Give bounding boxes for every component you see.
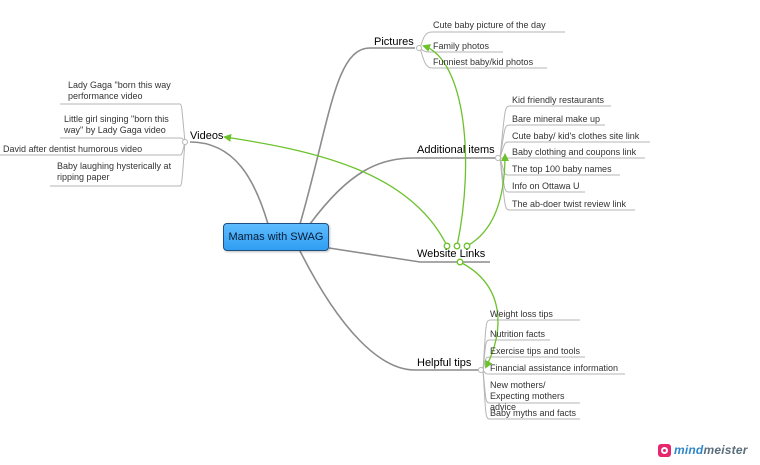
leaf-item[interactable]: Little girl singing "born this way" by L… [64,114,169,135]
leaf-item[interactable]: Baby clothing and coupons link [512,147,637,157]
leaf-item[interactable]: Family photos [433,41,490,51]
mindmeister-logo[interactable]: mindmeister [658,443,748,457]
leaf-item[interactable]: New mothers/ Expecting mothers advice [490,380,565,412]
logo-text-b: meister [703,443,748,457]
leaf-item[interactable]: Cute baby/ kid's clothes site link [512,131,640,141]
leaf-item[interactable]: Nutrition facts [490,329,546,339]
branch-line-additional [309,157,495,225]
topic-videos[interactable]: Videos [190,130,224,142]
central-topic[interactable]: Mamas with SWAG [223,223,329,251]
leaf-item[interactable]: Cute baby picture of the day [433,20,546,30]
leaf-item[interactable]: The top 100 baby names [512,164,612,174]
leaf-item[interactable]: David after dentist humorous video [3,144,143,154]
leaf-item[interactable]: Kid friendly restaurants [512,95,605,105]
link-line-videos [223,133,448,247]
leaf-item[interactable]: The ab-doer twist review link [512,199,627,209]
link-line-helpful [459,261,499,369]
topic-helpful-tips[interactable]: Helpful tips [417,357,472,369]
link-line-additional [466,153,509,247]
logo-text-a: mind [674,443,704,457]
leaf-item[interactable]: Baby myths and facts [490,408,577,418]
topic-website-links[interactable]: Website Links [417,248,486,260]
leaf-item[interactable]: Baby laughing hysterically at ripping pa… [57,161,172,182]
mindmeister-logo-icon [658,443,671,457]
branch-line-pictures [299,47,415,225]
branch-line-website [328,247,490,263]
leaf-item[interactable]: Lady Gaga "born this way performance vid… [68,80,171,101]
leaf-item[interactable]: Exercise tips and tools [490,346,581,356]
topic-additional-items[interactable]: Additional items [417,144,495,156]
leaf-item[interactable]: Funniest baby/kid photos [433,57,534,67]
link-line-pictures [422,44,467,247]
branch-line-helpful [299,250,478,371]
leaf-item[interactable]: Bare mineral make up [512,114,601,124]
branch-line-videos [189,141,269,225]
leaf-item[interactable]: Weight loss tips [490,309,553,319]
leaf-item[interactable]: Financial assistance information [490,363,619,373]
topic-pictures[interactable]: Pictures [374,36,414,48]
leaf-item[interactable]: Info on Ottawa U [512,181,580,191]
